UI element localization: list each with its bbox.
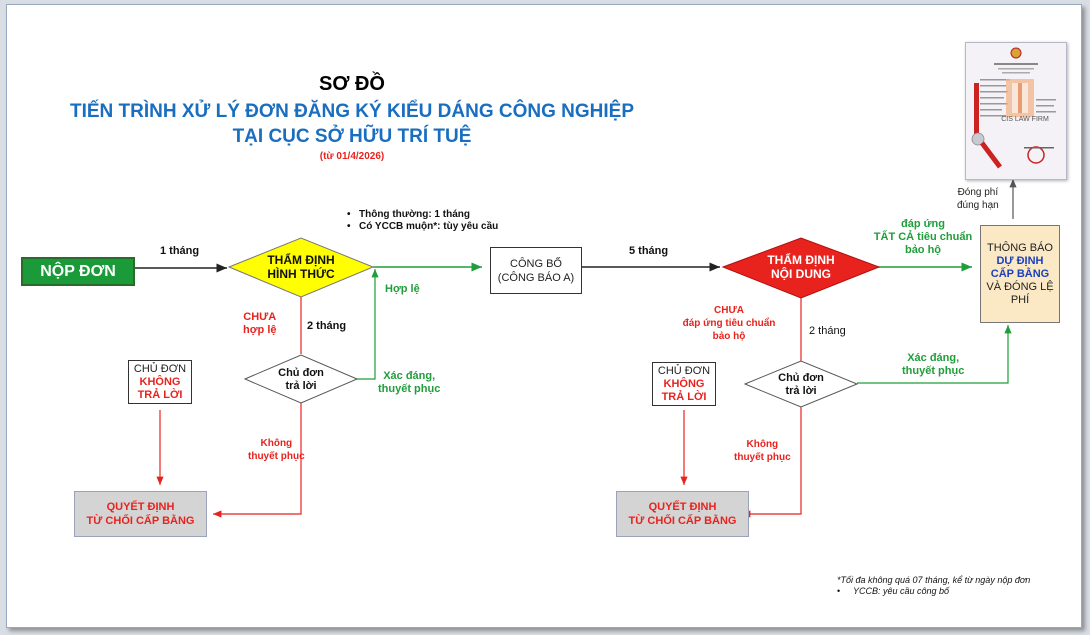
chua-dap-ung-line1: CHƯA: [714, 305, 744, 316]
chu-don-khong-1-line3: TRẢ LỜI: [137, 388, 183, 401]
thong-bao-line4: VÀ ĐÓNG LỆ: [986, 280, 1054, 293]
thong-bao-line2: DỰ ĐỊNH: [996, 254, 1044, 267]
chua-dap-ung-line2: đáp ứng tiêu chuẩn: [682, 318, 776, 329]
tham-dinh-hinh-thuc-line1: THẨM ĐỊNH: [267, 253, 335, 267]
footnote-2-bullet: •: [837, 586, 841, 596]
label-bullets: •Thông thường: 1 tháng •Có YCCB muộn*: t…: [347, 209, 498, 233]
quyet-dinh-1-line1: QUYẾT ĐỊNH: [106, 501, 175, 513]
cong-bo-box: CÔNG BỐ (CÔNG BÁO A): [490, 247, 582, 294]
quyet-dinh-1-line2: TỪ CHỐI CẤP BẰNG: [86, 515, 195, 527]
khong-thuyet-phuc-2-line2: thuyết phục: [734, 452, 791, 463]
dap-ung-line2: TẤT CẢ tiêu chuẩn: [873, 231, 973, 243]
tham-dinh-hinh-thuc-label: THẨM ĐỊNH HÌNH THỨC: [257, 253, 345, 281]
arrow-tra-loi-2-khong: [742, 407, 802, 518]
dap-ung-line3: bảo hộ: [904, 244, 942, 256]
diagram-subtitle-line2: TẠI CỤC SỞ HỮU TRÍ TUỆ: [232, 126, 472, 147]
arrow-tra-loi-2-xac-dang: [857, 325, 1012, 384]
tham-dinh-hinh-thuc-line2: HÌNH THỨC: [267, 267, 335, 281]
dap-ung-line1: đáp ứng: [900, 218, 946, 230]
connectors: [131, 179, 1017, 518]
chu-don-khong-2-line2: KHÔNG: [663, 377, 705, 390]
chu-don-khong-tra-loi-2: CHỦ ĐƠN KHÔNG TRẢ LỜI: [652, 362, 716, 406]
footnote-2: • YCCB: yêu cầu công bố: [837, 586, 949, 597]
chu-don-khong-2-line1: CHỦ ĐƠN: [657, 364, 711, 377]
chu-don-khong-tra-loi-1: CHỦ ĐƠN KHÔNG TRẢ LỜI: [128, 360, 192, 404]
xac-dang-2-line2: thuyết phục: [902, 365, 965, 377]
cong-bo-line1: CÔNG BỐ: [510, 257, 562, 270]
label-khong-thuyet-phuc-2: Không thuyết phục: [734, 438, 791, 464]
thong-bao-line3: CẤP BẰNG: [990, 267, 1050, 280]
xac-dang-1-line2: thuyết phục: [378, 383, 441, 395]
footnote-1: *Tối đa không quá 07 tháng, kể từ ngày n…: [837, 575, 1031, 585]
arrow-tra-loi-1-xac-dang: [356, 269, 379, 380]
chu-don-tra-loi-2-label: Chủ đơn trả lời: [767, 372, 835, 398]
diamond-chu-don-tra-loi-2: [743, 360, 859, 408]
label-khong-thuyet-phuc-1: Không thuyết phục: [248, 437, 305, 463]
khong-thuyet-phuc-2-line1: Không: [746, 439, 779, 450]
thong-bao-line5: PHÍ: [1010, 293, 1030, 306]
chu-don-tra-loi-1-line2: trả lời: [285, 380, 317, 392]
diamond-tham-dinh-noi-dung: [721, 237, 881, 299]
label-xac-dang-1: Xác đáng, thuyết phục: [378, 370, 440, 396]
label-one-month: 1 tháng: [160, 245, 200, 257]
khong-thuyet-phuc-1-line2: thuyết phục: [248, 451, 305, 462]
label-dong-phi: Đóng phí đúng hạn: [957, 186, 999, 212]
bullet-1: •Thông thường: 1 tháng: [347, 209, 470, 220]
chua-hop-le-line1: CHƯA: [243, 311, 277, 323]
label-xac-dang-2: Xác đáng, thuyết phục: [902, 352, 964, 378]
chua-dap-ung-line3: bảo hộ: [712, 331, 746, 342]
bullet-2-text: Có YCCB muộn*: tùy yêu cầu: [359, 221, 499, 232]
diamond-chu-don-tra-loi-1: [243, 354, 359, 404]
chu-don-khong-1-line2: KHÔNG: [139, 375, 181, 388]
arrow-tra-loi-1-khong: [213, 403, 302, 518]
chu-don-khong-2-line3: TRẢ LỜI: [661, 390, 707, 403]
cong-bo-line2: (CÔNG BÁO A): [497, 271, 575, 284]
quyet-dinh-2-line1: QUYẾT ĐỊNH: [648, 501, 717, 513]
diagram-title: SƠ ĐỒ: [319, 73, 385, 95]
effective-date: (từ 01/4/2026): [319, 151, 385, 162]
thong-bao-box: THÔNG BÁO DỰ ĐỊNH CẤP BẰNG VÀ ĐÓNG LỆ PH…: [980, 225, 1060, 323]
tham-dinh-noi-dung-label: THẨM ĐỊNH NỘI DUNG: [752, 253, 850, 281]
label-chua-hop-le: CHƯA hợp lệ: [243, 311, 277, 337]
dong-phi-line1: Đóng phí: [957, 187, 999, 198]
chu-don-tra-loi-2-line2: trả lời: [785, 385, 817, 397]
label-hop-le: Hợp lệ: [385, 283, 420, 295]
label-chua-dap-ung: CHƯA đáp ứng tiêu chuẩn bảo hộ: [669, 304, 789, 343]
tham-dinh-noi-dung-line1: THẨM ĐỊNH: [767, 253, 835, 267]
chu-don-tra-loi-1-line1: Chủ đơn: [278, 367, 324, 379]
diagram-frame: SƠ ĐỒ TIẾN TRÌNH XỬ LÝ ĐƠN ĐĂNG KÝ KIỂU …: [6, 4, 1082, 628]
chu-don-tra-loi-1-label: Chủ đơn trả lời: [267, 367, 335, 393]
certificate-image: CIS LAW FIRM: [965, 42, 1067, 180]
label-two-months-2: 2 tháng: [809, 325, 846, 337]
quyet-dinh-tu-choi-2: QUYẾT ĐỊNH TỪ CHỐI CẤP BẰNG: [616, 491, 749, 537]
footnote-2-text: YCCB: yêu cầu công bố: [853, 586, 950, 596]
diagram-subtitle-line1: TIẾN TRÌNH XỬ LÝ ĐƠN ĐĂNG KÝ KIỂU DÁNG C…: [70, 101, 634, 122]
xac-dang-1-line1: Xác đáng,: [383, 370, 436, 382]
khong-thuyet-phuc-1-line1: Không: [260, 438, 293, 449]
bullet-2: •Có YCCB muộn*: tùy yêu cầu: [347, 221, 499, 232]
chua-hop-le-line2: hợp lệ: [243, 324, 277, 336]
quyet-dinh-2-line2: TỪ CHỐI CẤP BẰNG: [628, 515, 737, 527]
thong-bao-line1: THÔNG BÁO: [986, 241, 1053, 254]
label-five-months: 5 tháng: [629, 245, 669, 257]
quyet-dinh-tu-choi-1: QUYẾT ĐỊNH TỪ CHỐI CẤP BẰNG: [74, 491, 207, 537]
chu-don-khong-1-line1: CHỦ ĐƠN: [133, 362, 187, 375]
nop-don-box: NỘP ĐƠN: [21, 257, 135, 286]
diamond-tham-dinh-hinh-thuc: [227, 237, 375, 298]
label-dap-ung: đáp ứng TẤT CẢ tiêu chuẩn bảo hộ: [865, 218, 981, 257]
bullet-1-text: Thông thường: 1 tháng: [359, 209, 470, 220]
label-two-months-1: 2 tháng: [307, 320, 347, 332]
certificate-graphic: [971, 47, 1056, 169]
chu-don-tra-loi-2-line1: Chủ đơn: [778, 372, 824, 384]
tham-dinh-noi-dung-line2: NỘI DUNG: [771, 267, 831, 281]
dong-phi-line2: đúng hạn: [957, 200, 999, 211]
xac-dang-2-line1: Xác đáng,: [907, 352, 960, 364]
certificate-watermark: CIS LAW FIRM: [1001, 116, 1049, 123]
